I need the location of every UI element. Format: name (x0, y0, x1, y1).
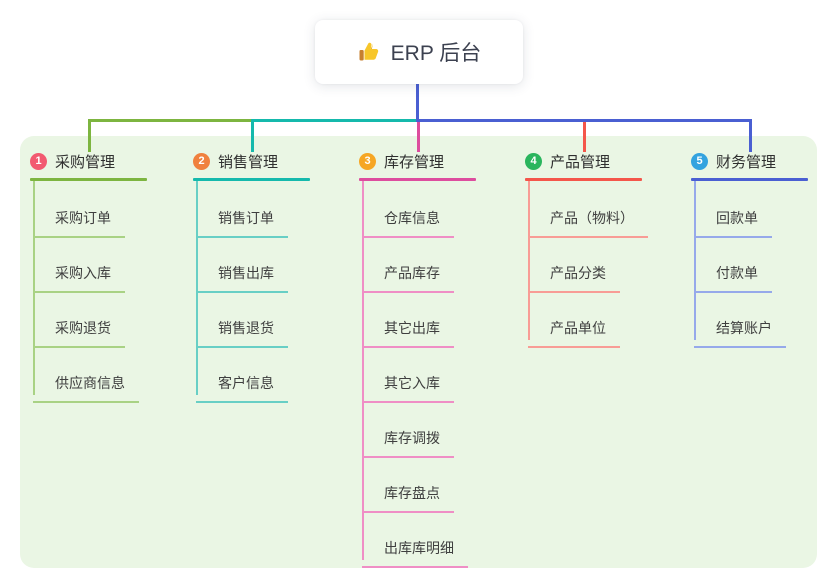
leaf-node[interactable]: 产品（物料） (528, 197, 648, 238)
leaf-node[interactable]: 结算账户 (694, 307, 786, 348)
branch-label: 采购管理 (55, 153, 116, 171)
branch-spine-line (528, 181, 530, 340)
branch-badge: 2 (193, 152, 210, 170)
leaf-node[interactable]: 库存盘点 (362, 472, 454, 513)
leaf-node[interactable]: 采购入库 (33, 252, 125, 293)
branch-badge: 3 (359, 152, 376, 170)
leaf-node[interactable]: 付款单 (694, 252, 772, 293)
bus-segment-blue (417, 119, 751, 122)
branch-spine-line (362, 181, 364, 560)
branch-node-3[interactable]: 3 库存管理 (359, 146, 444, 176)
leaf-node[interactable]: 采购订单 (33, 197, 125, 238)
branch-node-2[interactable]: 2 销售管理 (193, 146, 278, 176)
branch-label: 财务管理 (716, 153, 777, 171)
leaf-node[interactable]: 采购退货 (33, 307, 125, 348)
leaf-node[interactable]: 仓库信息 (362, 197, 454, 238)
leaf-node[interactable]: 回款单 (694, 197, 772, 238)
branch-drop-line (749, 119, 752, 152)
leaf-node[interactable]: 出库库明细 (362, 527, 468, 568)
leaf-node[interactable]: 产品库存 (362, 252, 454, 293)
leaf-node[interactable]: 其它入库 (362, 362, 454, 403)
branch-drop-line (88, 119, 91, 152)
leaf-node[interactable]: 产品分类 (528, 252, 620, 293)
branch-label: 产品管理 (550, 153, 611, 171)
leaf-node[interactable]: 库存调拨 (362, 417, 454, 458)
branch-spine-line (694, 181, 696, 340)
leaf-node[interactable]: 产品单位 (528, 307, 620, 348)
branch-drop-line (583, 119, 586, 152)
branch-label: 库存管理 (384, 153, 445, 171)
leaf-node[interactable]: 销售订单 (196, 197, 288, 238)
leaf-node[interactable]: 客户信息 (196, 362, 288, 403)
branch-node-4[interactable]: 4 产品管理 (525, 146, 610, 176)
leaf-node[interactable]: 销售退货 (196, 307, 288, 348)
branch-node-5[interactable]: 5 财务管理 (691, 146, 776, 176)
branches-panel (20, 136, 817, 568)
branch-underline (359, 178, 476, 181)
branch-underline (525, 178, 642, 181)
bus-segment-teal (251, 119, 419, 122)
root-title: ERP 后台 (390, 42, 482, 65)
branch-label: 销售管理 (218, 153, 279, 171)
branch-node-1[interactable]: 1 采购管理 (30, 146, 115, 176)
branch-spine-line (33, 181, 35, 395)
branch-underline (691, 178, 808, 181)
branch-drop-line (417, 119, 420, 152)
branch-badge: 5 (691, 152, 708, 170)
branch-underline (193, 178, 310, 181)
branch-drop-line (251, 119, 254, 152)
root-node[interactable]: ERP 后台 (315, 20, 523, 84)
branch-underline (30, 178, 147, 181)
root-stem-line (416, 84, 419, 122)
leaf-node[interactable]: 销售出库 (196, 252, 288, 293)
thumbs-up-icon (357, 40, 381, 64)
leaf-node[interactable]: 供应商信息 (33, 362, 139, 403)
leaf-node[interactable]: 其它出库 (362, 307, 454, 348)
branch-badge: 4 (525, 152, 542, 170)
branch-spine-line (196, 181, 198, 395)
branch-badge: 1 (30, 152, 47, 170)
